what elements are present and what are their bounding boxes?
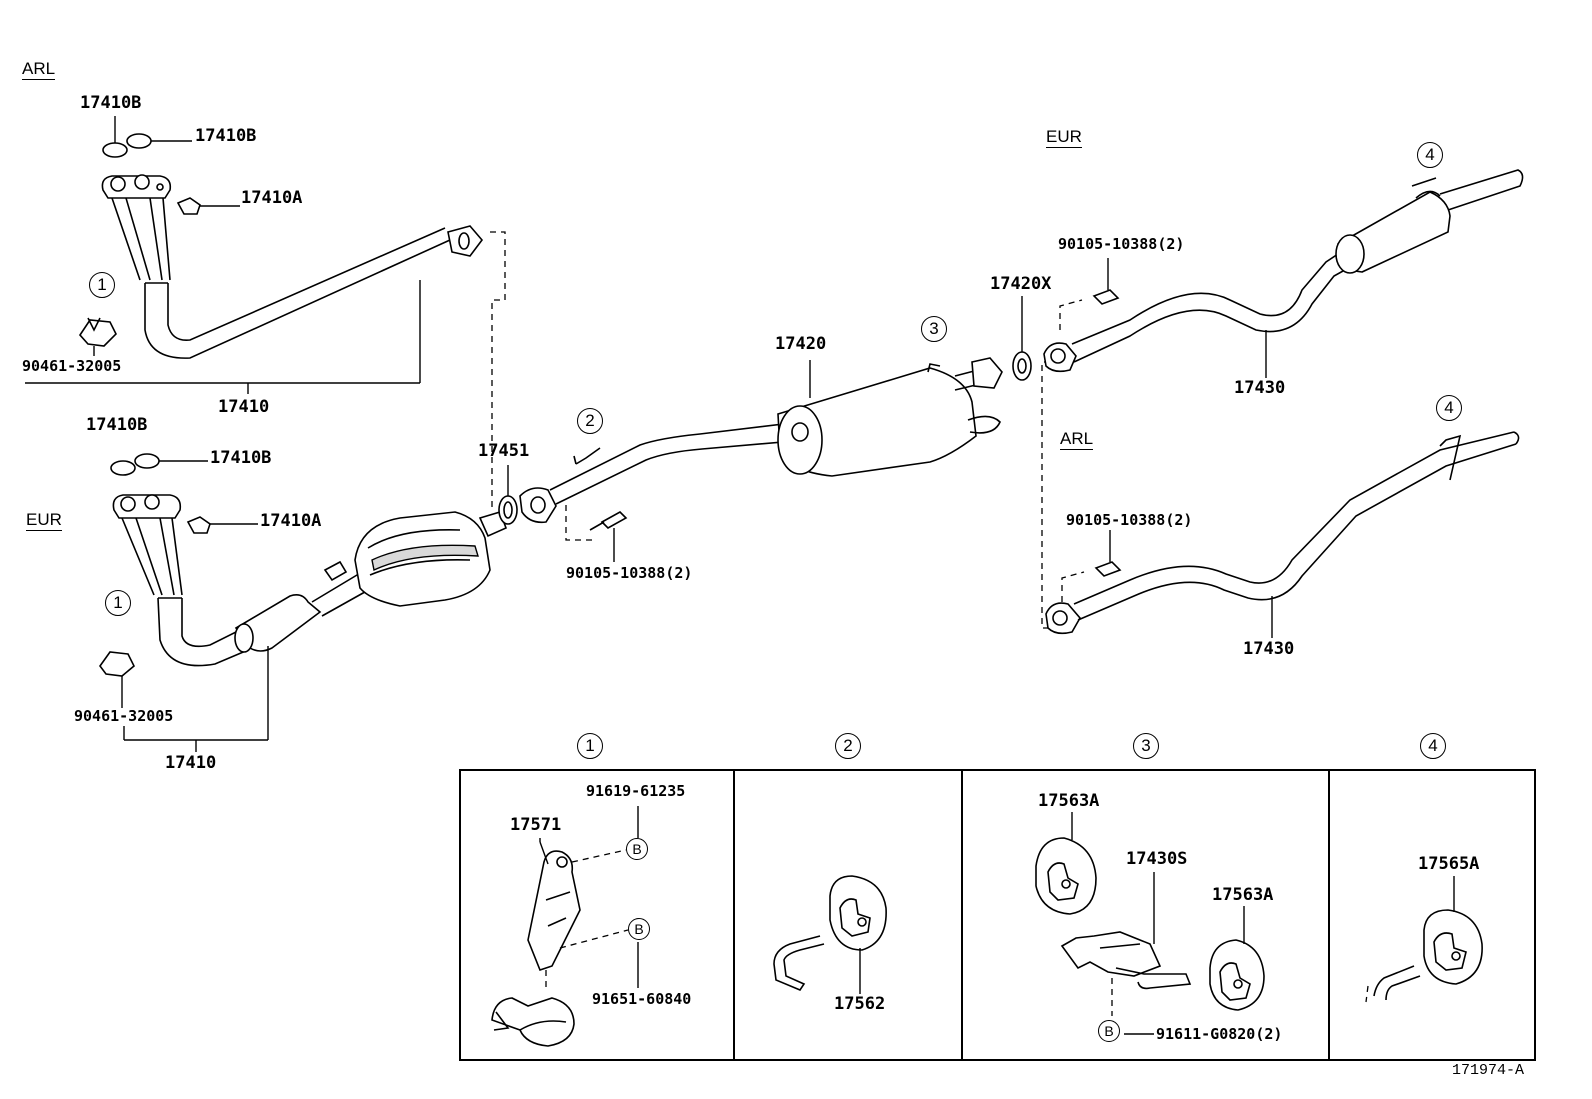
- callout-2: 2: [577, 408, 603, 434]
- part-label-17410a: 17410A: [241, 188, 303, 208]
- figure-id: 171974-A: [1452, 1062, 1525, 1079]
- part-label-90105-10388: 90105-10388(2): [566, 564, 693, 582]
- part-label-17571: 17571: [510, 815, 562, 835]
- part-label-91619-61235: 91619-61235: [586, 782, 686, 800]
- part-label-17565a: 17565A: [1418, 854, 1480, 874]
- callout-3: 3: [921, 316, 947, 342]
- part-label-17410b: 17410B: [210, 448, 272, 468]
- part-label-90105-10388: 90105-10388(2): [1058, 235, 1185, 253]
- tail-pipe-eur: [1043, 169, 1524, 378]
- part-label-17410: 17410: [165, 753, 217, 773]
- detail-2-hanger: [773, 875, 887, 994]
- part-label-17410: 17410: [218, 397, 270, 417]
- variant-label-arl-top: ARL: [22, 59, 56, 80]
- part-label-17430s: 17430S: [1126, 849, 1188, 869]
- gasket-17420x: [1012, 296, 1032, 381]
- detail-1-bracket: [491, 806, 639, 1047]
- part-label-90461-32005: 90461-32005: [74, 707, 174, 725]
- center-pipe-muffler: [519, 357, 1003, 562]
- bolt-marker-b: B: [1098, 1020, 1120, 1042]
- bolt-marker-b: B: [626, 838, 648, 860]
- detail-header-2: 2: [835, 733, 861, 759]
- callout-4: 4: [1436, 395, 1462, 421]
- callout-4: 4: [1417, 142, 1443, 168]
- part-label-90461-32005: 90461-32005: [22, 357, 122, 375]
- part-label-17562: 17562: [834, 994, 886, 1014]
- tail-pipe-arl: [1045, 431, 1520, 638]
- part-label-17420x: 17420X: [990, 274, 1052, 294]
- variant-label-arl-right: ARL: [1060, 429, 1094, 450]
- gasket-17451: [498, 465, 518, 525]
- variant-label-eur-left: EUR: [26, 510, 62, 531]
- part-label-17410a: 17410A: [260, 511, 322, 531]
- bolt-marker-b: B: [628, 918, 650, 940]
- variant-label-eur-right: EUR: [1046, 127, 1082, 148]
- detail-header-3: 3: [1133, 733, 1159, 759]
- part-label-91611-g0820: 91611-G0820(2): [1156, 1025, 1283, 1043]
- detail-4-hanger: [1365, 876, 1483, 1003]
- front-pipe-arl: [25, 116, 484, 394]
- callout-1: 1: [105, 590, 131, 616]
- part-label-17410b: 17410B: [80, 93, 142, 113]
- part-label-17430: 17430: [1243, 639, 1295, 659]
- detail-header-4: 4: [1420, 733, 1446, 759]
- part-label-17420: 17420: [775, 334, 827, 354]
- detail-frame: [459, 769, 1536, 1061]
- part-label-90105-10388: 90105-10388(2): [1066, 511, 1193, 529]
- part-label-17451: 17451: [478, 441, 530, 461]
- front-pipe-eur: [99, 453, 508, 752]
- part-label-17410b: 17410B: [86, 415, 148, 435]
- part-label-91651-60840: 91651-60840: [592, 990, 692, 1008]
- detail-3-hangers: [1035, 812, 1265, 1035]
- part-label-17410b: 17410B: [195, 126, 257, 146]
- callout-1: 1: [89, 272, 115, 298]
- part-label-17563a: 17563A: [1038, 791, 1100, 811]
- part-label-17430: 17430: [1234, 378, 1286, 398]
- part-label-17563a: 17563A: [1212, 885, 1274, 905]
- detail-header-1: 1: [577, 733, 603, 759]
